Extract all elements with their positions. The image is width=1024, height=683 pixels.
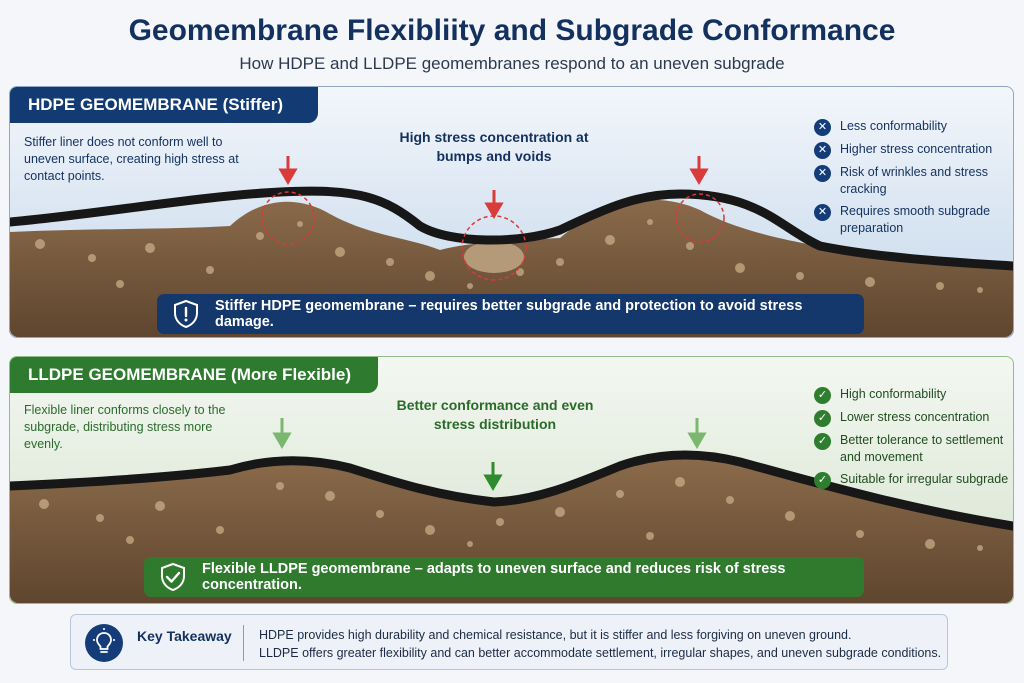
key-takeaway-line-1: HDPE provides high durability and chemic…	[259, 628, 851, 642]
lldpe-banner: Flexible LLDPE geomembrane – adapts to u…	[144, 557, 864, 597]
shield-check-icon	[158, 562, 188, 592]
load-arrow-center	[486, 462, 500, 488]
lldpe-banner-text: Flexible LLDPE geomembrane – adapts to u…	[202, 561, 864, 593]
key-takeaway-box: Key Takeaway HDPE provides high durabili…	[70, 614, 948, 670]
key-takeaway-label: Key Takeaway	[137, 628, 232, 644]
load-arrow-left	[275, 418, 289, 446]
lldpe-point: ✓Suitable for irregular subgrade	[814, 471, 1014, 489]
lldpe-description: Flexible liner conforms closely to the s…	[24, 402, 244, 453]
lldpe-point: ✓Lower stress concentration	[814, 409, 1014, 427]
lldpe-point: ✓Better tolerance to settlement and move…	[814, 432, 1014, 466]
lldpe-point: ✓High conformability	[814, 386, 1014, 404]
divider	[243, 625, 244, 661]
lightbulb-icon	[85, 624, 123, 662]
check-circle-icon: ✓	[814, 387, 831, 404]
lldpe-callout: Better conformance and even stress distr…	[385, 396, 605, 434]
lldpe-point-list: ✓High conformability ✓Lower stress conce…	[814, 386, 1014, 494]
lldpe-cross-section	[0, 0, 1024, 606]
check-circle-icon: ✓	[814, 410, 831, 427]
key-takeaway-line-2: LLDPE offers greater flexibility and can…	[259, 646, 941, 660]
check-circle-icon: ✓	[814, 472, 831, 489]
check-circle-icon: ✓	[814, 433, 831, 450]
load-arrow-right	[690, 418, 704, 446]
